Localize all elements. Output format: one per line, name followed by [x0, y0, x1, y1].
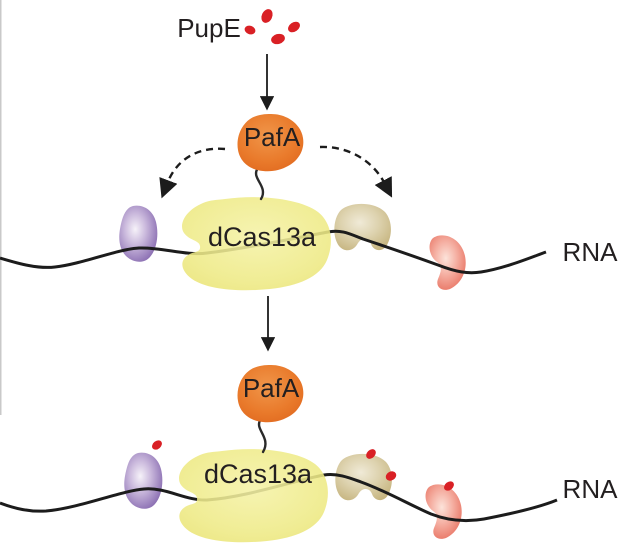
pafa-label: PafA	[243, 373, 300, 403]
dcas13a-label: dCas13a	[204, 459, 313, 489]
pupe-group: PupE	[177, 9, 300, 111]
lower-panel: dCas13a PafA RNA	[0, 365, 619, 543]
rna-label: RNA	[563, 474, 619, 504]
rna-label: RNA	[563, 237, 619, 267]
pup-molecules-icon	[244, 9, 300, 45]
upper-panel: dCas13a PafA RNA	[0, 114, 619, 291]
dashed-arrow-right-icon	[319, 145, 393, 198]
pink-protein-blob-pupylated	[425, 484, 462, 539]
tether-line	[254, 166, 265, 201]
tether-line	[257, 417, 267, 454]
pupe-label: PupE	[177, 13, 241, 43]
left-edge-line	[0, 0, 2, 415]
purple-protein-blob-pupylated	[124, 452, 163, 509]
tan-protein-blob	[334, 203, 391, 251]
dcas13a-label: dCas13a	[208, 222, 317, 252]
pafa-label: PafA	[244, 122, 301, 152]
dashed-arrow-left-icon	[159, 147, 226, 199]
purple-protein-blob	[119, 205, 158, 262]
pup-tag-dots-icon	[152, 440, 454, 491]
